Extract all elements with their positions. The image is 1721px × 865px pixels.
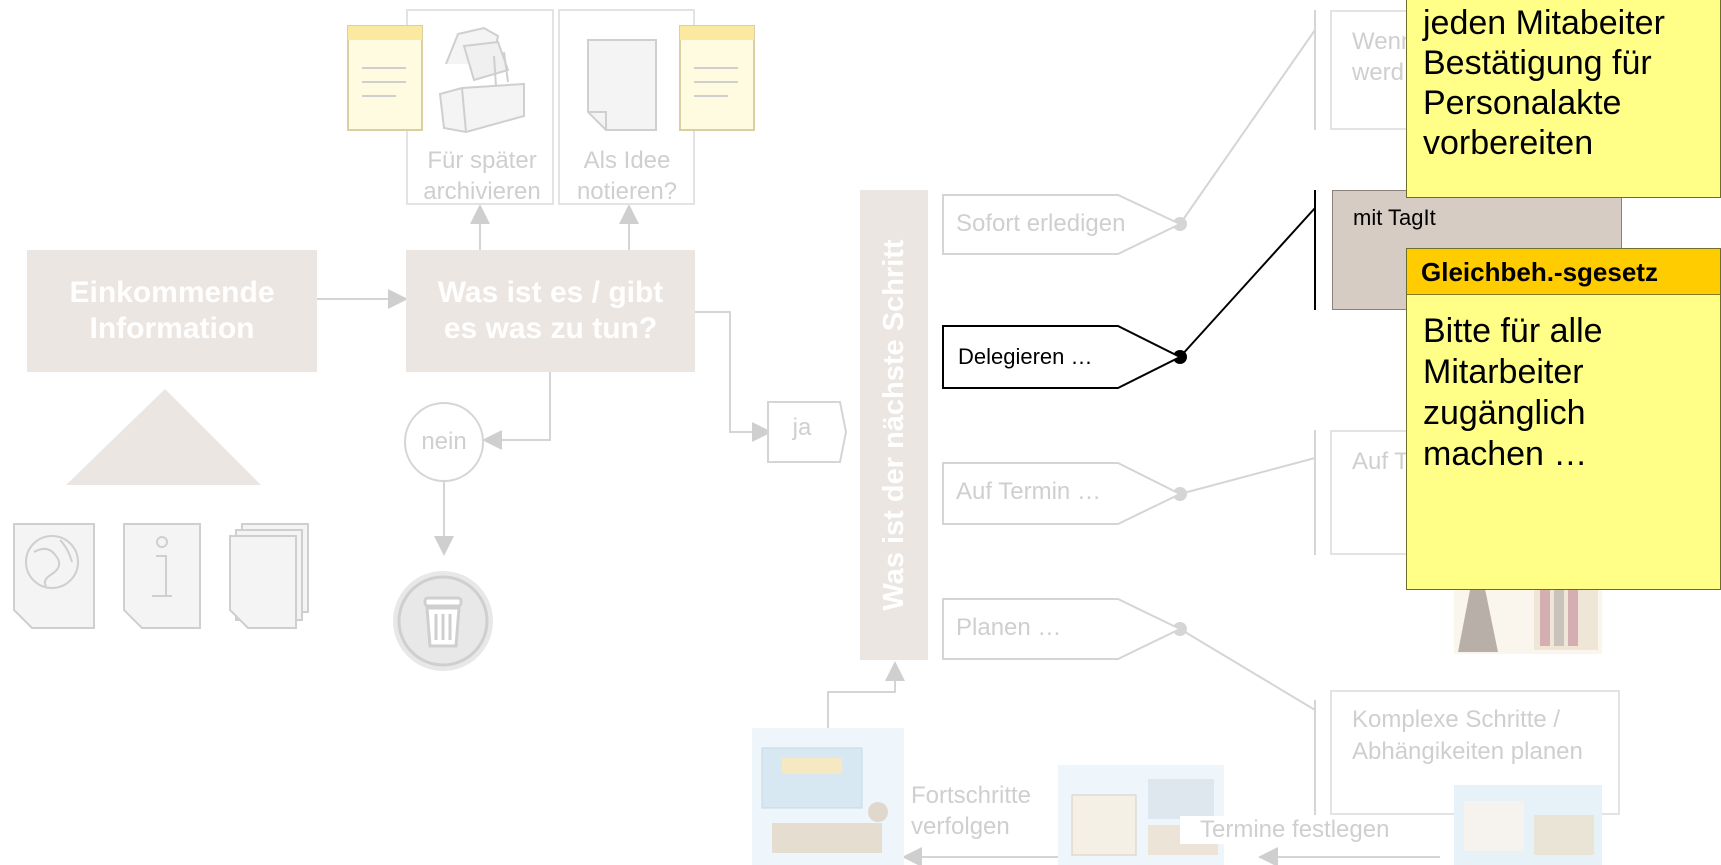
incoming-information-box: Einkommende Information <box>27 250 317 372</box>
what-is-it-box: Was ist es / gibt es was zu tun? <box>406 250 695 372</box>
tagit-label: mit TagIt <box>1353 205 1436 230</box>
computer-clipart <box>752 728 904 865</box>
note-header-text: Gleichbeh.-sgesetz <box>1421 257 1658 287</box>
delegate-label: Delegieren … <box>958 344 1093 369</box>
track-progress-label: Fortschritte verfolgen <box>911 782 1032 840</box>
do-now-label: Sofort erledigen <box>956 210 1126 237</box>
no-label: nein <box>421 428 467 455</box>
what-is-it-label: Was ist es / gibt es was zu tun? <box>437 276 664 345</box>
note-top-text: jeden Mitabeiter Bestätigung für Persona… <box>1423 4 1665 162</box>
calendar-clipart <box>1058 765 1224 865</box>
incoming-label: Einkommende Information <box>69 276 275 345</box>
complex-steps-label: Komplexe Schritte / Abhängikeiten planen <box>1352 706 1583 765</box>
blank-doc-icon <box>587 39 657 131</box>
yes-tag-label: ja <box>792 414 812 441</box>
note-header: Gleichbeh.-sgesetz <box>1407 249 1720 295</box>
note-body-text: Bitte für alle Mitarbeiter zugänglich ma… <box>1423 312 1603 473</box>
note-main[interactable]: Gleichbeh.-sgesetz Bitte für alle Mitarb… <box>1406 248 1721 590</box>
info-doc-icon <box>123 523 201 629</box>
no-circle: nein <box>404 402 484 482</box>
trash-icon <box>393 571 493 671</box>
plan-label: Planen … <box>956 614 1062 641</box>
notepad-icon <box>347 25 423 131</box>
next-step-box: Was ist der nächste Schritt <box>860 190 928 660</box>
archive-label: Für später archivieren <box>423 147 541 205</box>
schedule-label: Auf Termin … <box>956 478 1101 505</box>
file-box-icon <box>438 26 525 134</box>
input-triangle <box>66 389 261 485</box>
stack-doc-icon <box>229 523 309 629</box>
idea-label: Als Idee notieren? <box>576 147 678 205</box>
set-dates-label: Termine festlegen <box>1180 816 1410 844</box>
note-top: jeden Mitabeiter Bestätigung für Persona… <box>1406 0 1721 198</box>
notepad-icon <box>679 25 755 131</box>
globe-doc-icon <box>13 523 95 629</box>
next-step-label: Was ist der nächste Schritt <box>878 239 910 611</box>
numbers-clipart <box>1454 785 1602 865</box>
